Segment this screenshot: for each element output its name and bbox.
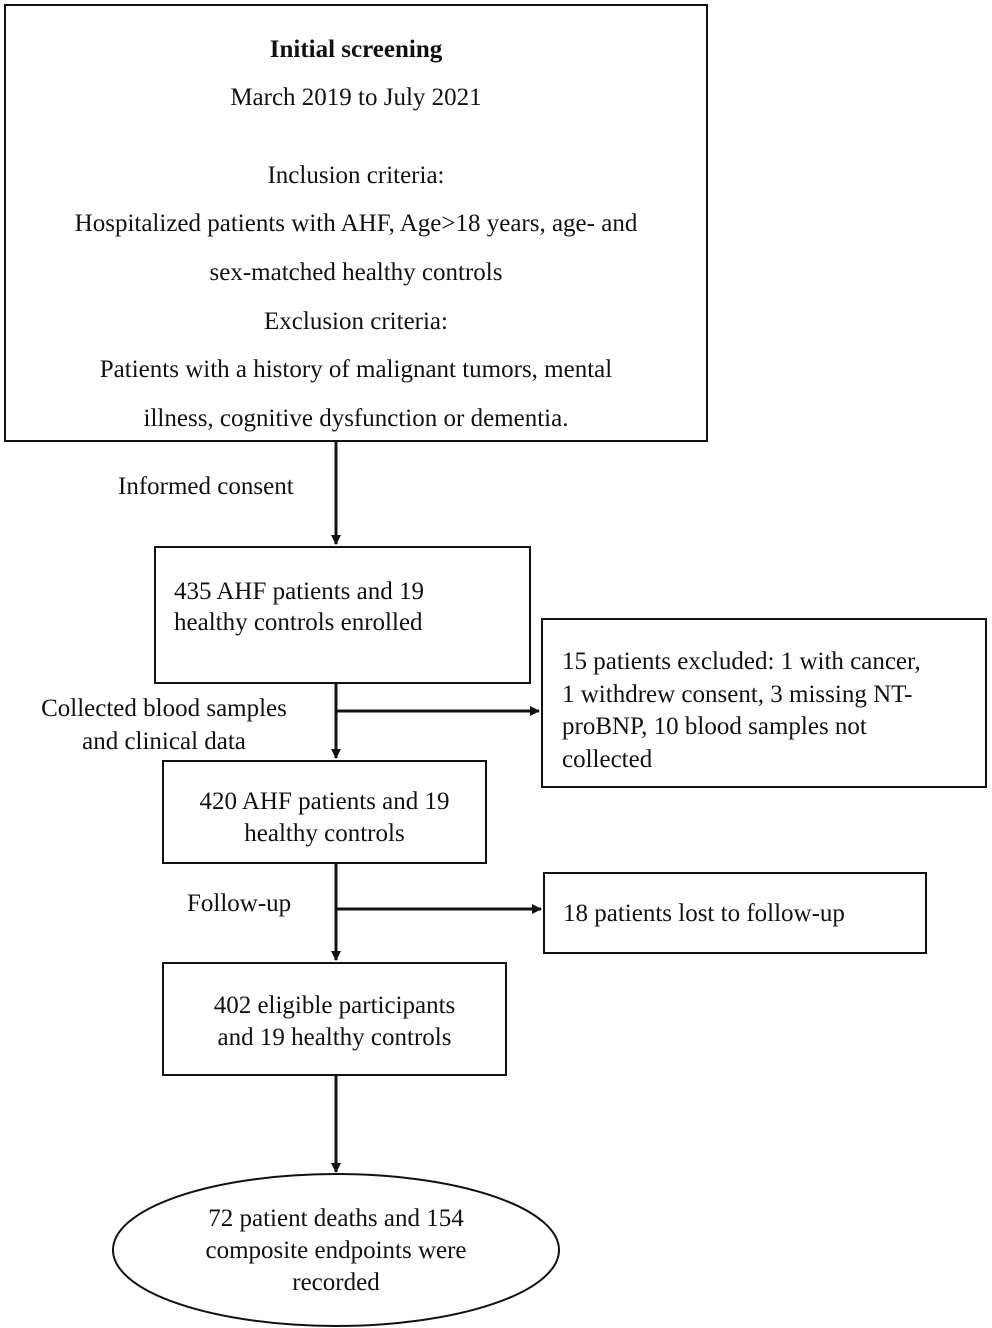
enrolled-line-2: healthy controls enrolled [174, 609, 423, 636]
analyzed-line-1: 420 AHF patients and 19 [199, 788, 450, 815]
inclusion-line-1: Hospitalized patients with AHF, Age>18 y… [74, 210, 638, 237]
outcome-line-1: 72 patient deaths and 154 [208, 1205, 464, 1232]
inclusion-heading: Inclusion criteria: [267, 162, 445, 189]
eligible-box: 402 eligible participants and 19 healthy… [162, 962, 507, 1076]
label-informed-consent: Informed consent [118, 473, 294, 500]
excluded-line-1: 15 patients excluded: 1 with cancer, [562, 648, 921, 675]
outcome-line-3: recorded [292, 1269, 380, 1296]
lost-box: 18 patients lost to follow-up [543, 872, 927, 954]
analyzed-box: 420 AHF patients and 19 healthy controls [162, 760, 487, 864]
excluded-box: 15 patients excluded: 1 with cancer, 1 w… [541, 618, 987, 788]
screening-box: Initial screening March 2019 to July 202… [4, 4, 708, 442]
screening-period: March 2019 to July 2021 [230, 84, 482, 111]
excluded-line-4: collected [562, 746, 653, 773]
label-collected-1: Collected blood samples [41, 695, 287, 722]
label-follow-up: Follow-up [187, 890, 292, 917]
screening-title: Initial screening [269, 36, 443, 63]
exclusion-heading: Exclusion criteria: [264, 308, 448, 335]
exclusion-line-2: illness, cognitive dysfunction or dement… [143, 405, 569, 432]
exclusion-line-1: Patients with a history of malignant tum… [99, 356, 613, 383]
lost-text: 18 patients lost to follow-up [563, 900, 845, 927]
outcome-line-2: composite endpoints were [205, 1237, 467, 1264]
inclusion-line-2: sex-matched healthy controls [209, 259, 503, 286]
analyzed-line-2: healthy controls [244, 820, 405, 847]
excluded-line-2: 1 withdrew consent, 3 missing NT- [562, 681, 913, 708]
enrolled-box: 435 AHF patients and 19 healthy controls… [154, 546, 531, 684]
eligible-line-1: 402 eligible participants [213, 992, 456, 1019]
excluded-line-3: proBNP, 10 blood samples not [562, 713, 867, 740]
outcome-ellipse [112, 1173, 560, 1327]
enrolled-line-1: 435 AHF patients and 19 [174, 578, 424, 605]
label-collected-2: and clinical data [82, 728, 246, 755]
eligible-line-2: and 19 healthy controls [217, 1024, 452, 1051]
